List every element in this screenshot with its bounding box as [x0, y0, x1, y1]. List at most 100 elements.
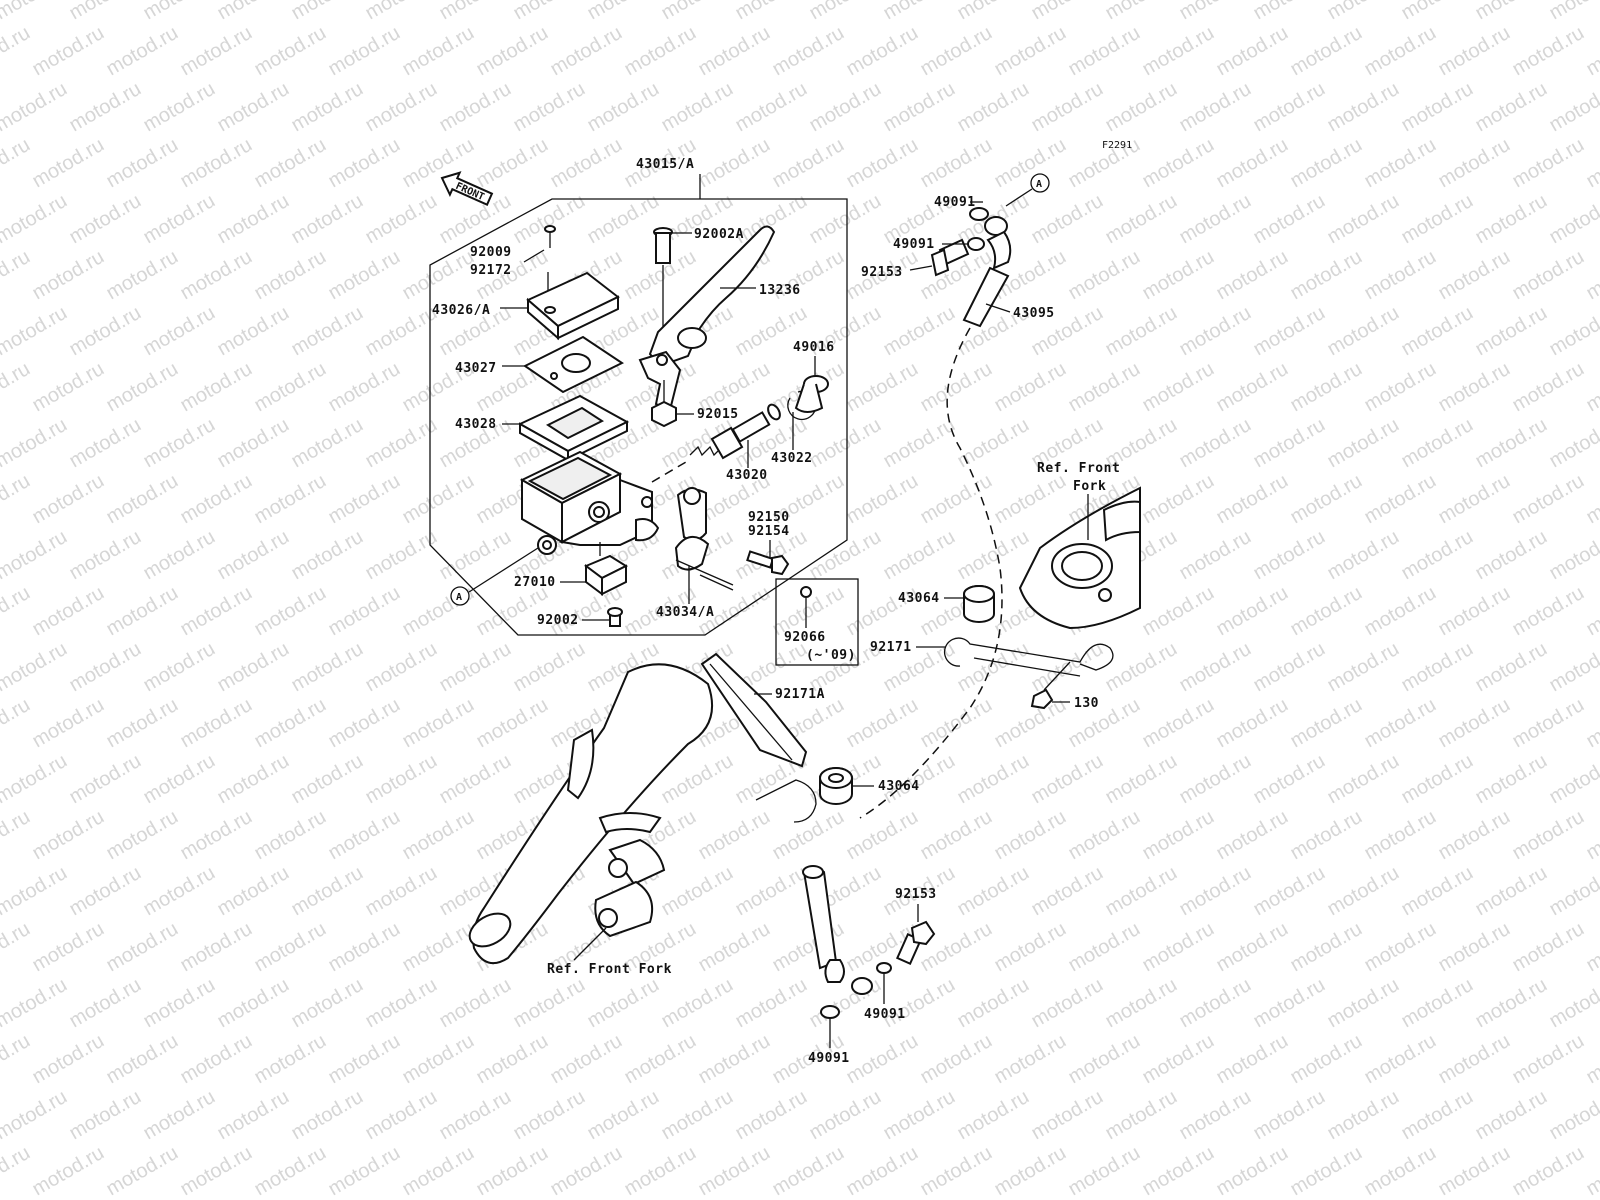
- hose-bracket: [700, 652, 817, 823]
- watermark-text: motod.ru: [1139, 134, 1218, 193]
- watermark-text: motod.ru: [473, 582, 552, 641]
- watermark-text: motod.ru: [880, 0, 959, 24]
- watermark-text: motod.ru: [1213, 1030, 1292, 1089]
- watermark-text: motod.ru: [66, 0, 145, 24]
- watermark-text: motod.ru: [1176, 750, 1255, 809]
- watermark-text: motod.ru: [0, 190, 71, 249]
- watermark-text: motod.ru: [177, 1142, 256, 1200]
- watermark-text: motod.ru: [1250, 862, 1329, 921]
- watermark-text: motod.ru: [510, 1086, 589, 1145]
- label-43027: 43027: [455, 361, 497, 376]
- label-43028: 43028: [455, 417, 497, 432]
- watermark-text: motod.ru: [251, 582, 330, 641]
- watermark-text: motod.ru: [29, 918, 108, 977]
- watermark-text: motod.ru: [1102, 78, 1181, 137]
- label-43064-bottom: 43064: [878, 779, 920, 794]
- watermark-text: motod.ru: [954, 414, 1033, 473]
- callout-a-top-text: A: [1036, 179, 1042, 190]
- watermark-text: motod.ru: [991, 22, 1070, 81]
- watermark-text: motod.ru: [1250, 190, 1329, 249]
- watermark-text: motod.ru: [584, 974, 663, 1033]
- watermark-text: motod.ru: [1583, 806, 1600, 865]
- watermark-text: motod.ru: [658, 1086, 737, 1145]
- watermark-text: motod.ru: [991, 1030, 1070, 1089]
- label-49091-d: 49091: [808, 1051, 850, 1066]
- watermark-text: motod.ru: [1250, 0, 1329, 24]
- watermark-text: motod.ru: [1028, 0, 1107, 24]
- watermark-text: motod.ru: [177, 22, 256, 81]
- watermark-text: motod.ru: [621, 1142, 700, 1200]
- watermark-text: motod.ru: [325, 1030, 404, 1089]
- watermark-text: motod.ru: [288, 638, 367, 697]
- watermark-text: motod.ru: [1250, 526, 1329, 585]
- watermark-text: motod.ru: [66, 526, 145, 585]
- watermark-text: motod.ru: [140, 190, 219, 249]
- watermark-text: motod.ru: [325, 358, 404, 417]
- watermark-text: motod.ru: [1435, 246, 1514, 305]
- watermark-text: motod.ru: [0, 470, 34, 529]
- watermark-text: motod.ru: [769, 1142, 848, 1200]
- watermark-text: motod.ru: [1546, 190, 1600, 249]
- watermark-text: motod.ru: [880, 78, 959, 137]
- watermark-text: motod.ru: [103, 470, 182, 529]
- watermark-text: motod.ru: [325, 246, 404, 305]
- watermark-text: motod.ru: [695, 806, 774, 865]
- watermark-text: motod.ru: [1028, 78, 1107, 137]
- assembly-boundary: [429, 198, 848, 636]
- watermark-text: motod.ru: [288, 526, 367, 585]
- watermark-text: motod.ru: [547, 1030, 626, 1089]
- watermark-text: motod.ru: [1398, 862, 1477, 921]
- watermark-text: motod.ru: [1213, 806, 1292, 865]
- watermark-text: motod.ru: [621, 22, 700, 81]
- watermark-text: motod.ru: [1176, 78, 1255, 137]
- watermark-text: motod.ru: [1361, 470, 1440, 529]
- watermark-text: motod.ru: [1509, 22, 1588, 81]
- watermark-text: motod.ru: [1361, 582, 1440, 641]
- watermark-text: motod.ru: [1287, 918, 1366, 977]
- watermark-text: motod.ru: [140, 638, 219, 697]
- watermark-text: motod.ru: [1509, 358, 1588, 417]
- watermark-text: motod.ru: [325, 22, 404, 81]
- lower-banjo-fitting: [820, 920, 936, 1019]
- watermark-text: motod.ru: [843, 1142, 922, 1200]
- watermark-text: motod.ru: [1472, 526, 1551, 585]
- watermark-text: motod.ru: [140, 1086, 219, 1145]
- watermark-text: motod.ru: [1065, 358, 1144, 417]
- watermark-text: motod.ru: [473, 134, 552, 193]
- watermark-text: motod.ru: [1398, 190, 1477, 249]
- watermark-text: motod.ru: [0, 694, 34, 753]
- label-43015A: 43015/A: [636, 157, 694, 172]
- watermark-text: motod.ru: [1435, 358, 1514, 417]
- watermark-text: motod.ru: [1398, 750, 1477, 809]
- brake-lever: [638, 225, 776, 412]
- watermark-text: motod.ru: [1324, 78, 1403, 137]
- watermark-text: motod.ru: [251, 134, 330, 193]
- watermark-text: motod.ru: [1324, 750, 1403, 809]
- watermark-text: motod.ru: [0, 918, 34, 977]
- watermark-text: motod.ru: [1361, 22, 1440, 81]
- label-92172: 92172: [470, 263, 512, 278]
- watermark-text: motod.ru: [954, 974, 1033, 1033]
- watermark-text: motod.ru: [1213, 582, 1292, 641]
- watermark-text: motod.ru: [917, 134, 996, 193]
- watermark-text: motod.ru: [695, 22, 774, 81]
- watermark-text: motod.ru: [1176, 862, 1255, 921]
- watermark-text: motod.ru: [917, 1030, 996, 1089]
- watermark-text: motod.ru: [362, 638, 441, 697]
- watermark-text: motod.ru: [991, 134, 1070, 193]
- watermark-text: motod.ru: [1435, 806, 1514, 865]
- watermark-text: motod.ru: [140, 302, 219, 361]
- watermark-text: motod.ru: [1472, 302, 1551, 361]
- watermark-text: motod.ru: [510, 0, 589, 24]
- watermark-text: motod.ru: [1398, 1086, 1477, 1145]
- watermark-text: motod.ru: [288, 862, 367, 921]
- watermark-text: motod.ru: [1287, 246, 1366, 305]
- watermark-text: motod.ru: [29, 22, 108, 81]
- watermark-text: motod.ru: [1546, 414, 1600, 473]
- watermark-text: motod.ru: [214, 78, 293, 137]
- watermark-text: motod.ru: [917, 694, 996, 753]
- label-43026A: 43026/A: [432, 303, 490, 318]
- watermark-text: motod.ru: [954, 638, 1033, 697]
- watermark-text: motod.ru: [954, 78, 1033, 137]
- watermark-text: motod.ru: [0, 414, 71, 473]
